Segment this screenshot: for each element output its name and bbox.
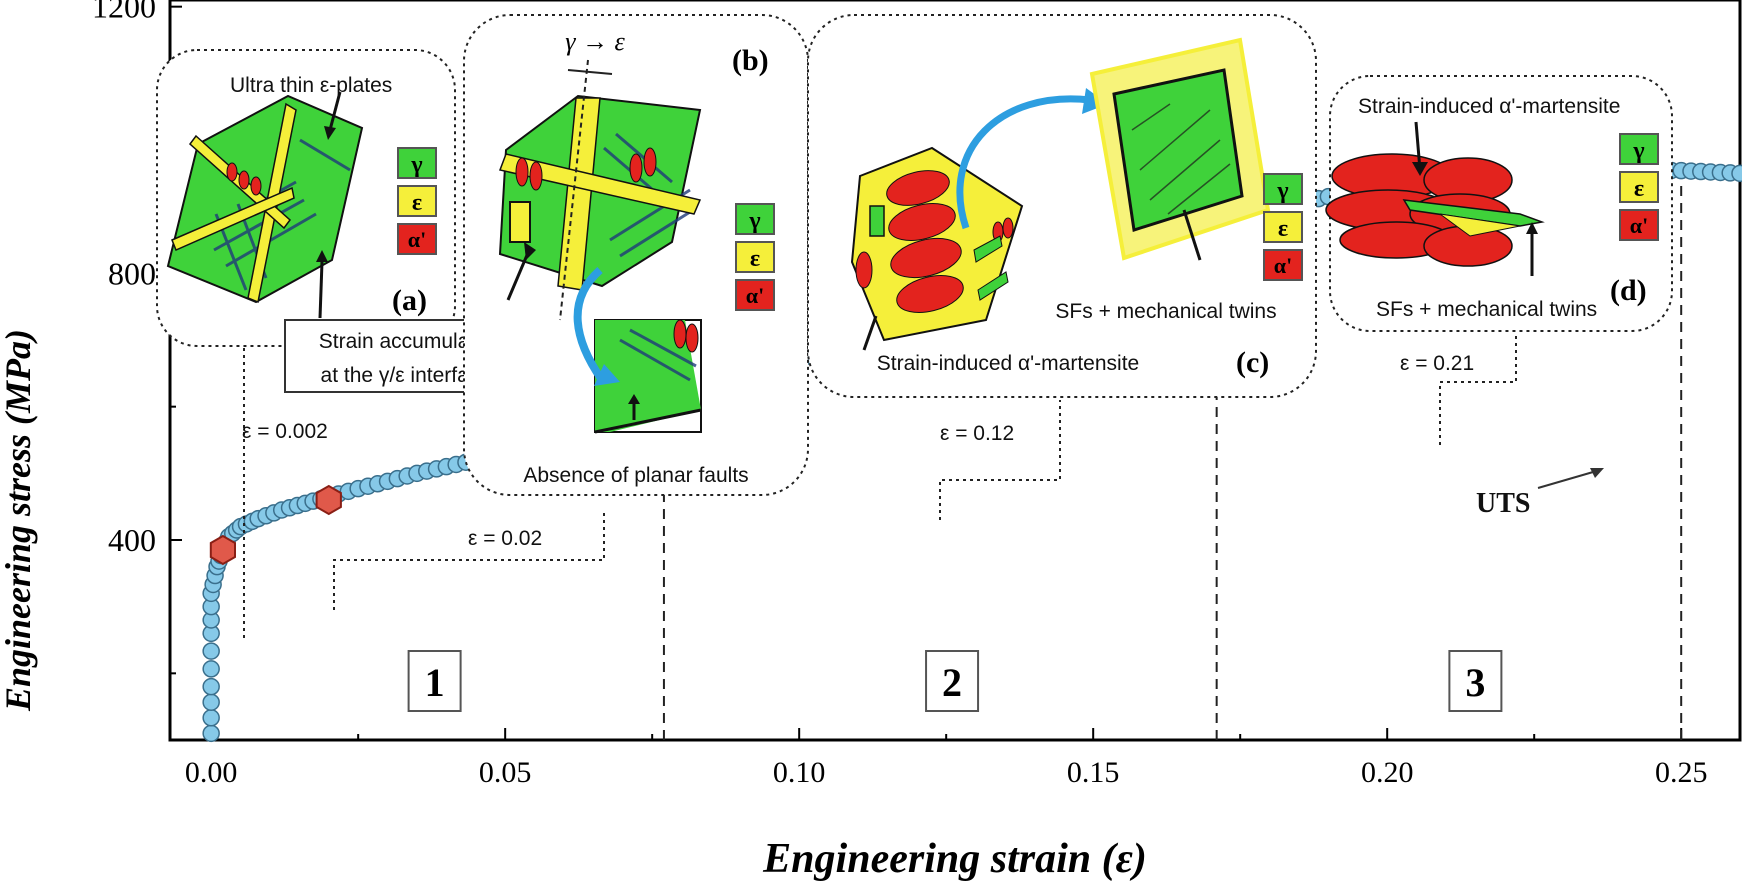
legend-c-epsilon: ε: [1278, 216, 1288, 242]
panel-c-alpha-text: Strain-induced α'-martensite: [877, 352, 1139, 375]
y-tick-label: 1200: [92, 0, 156, 25]
panel-a-text: Ultra thin ε-plates: [230, 74, 392, 97]
x-tick-label: 0.10: [773, 756, 826, 789]
epsilon-plate-b: [498, 153, 702, 215]
y-axis-title: Engineering stress (MPa): [0, 329, 38, 712]
leader-d: [1439, 333, 1517, 445]
legend-b-alpha: α': [746, 283, 764, 308]
legend-a: γ ε α': [397, 147, 437, 255]
data-point: [202, 709, 220, 727]
panel-a-label: (a): [392, 284, 427, 317]
panel-b-transform: γ → ε: [565, 27, 625, 56]
legend-a-gamma: γ: [410, 152, 422, 178]
stage-label-box: [1448, 650, 1503, 712]
panel-d-sf-text: SFs + mechanical twins: [1376, 298, 1597, 321]
y-axis: 400 800 1200: [92, 0, 182, 675]
panel-b-label: (b): [732, 44, 769, 77]
x-axis-title: Engineering strain (ε): [762, 836, 1147, 882]
gamma-bands-c: [973, 235, 1009, 301]
stage-labels: 1 2 3: [407, 650, 1503, 712]
x-tick-label: 0.15: [1067, 756, 1120, 789]
strain-callout-a: ε = 0.002: [242, 420, 328, 443]
legend-c: γ ε α': [1263, 173, 1303, 281]
alpha-plates-c: [855, 170, 1014, 313]
stage-label: 2: [942, 660, 962, 705]
legend-a-alpha: α': [408, 227, 426, 252]
panel-b-inset: [594, 319, 702, 434]
panel-c-label: (c): [1236, 346, 1269, 379]
strain-callout-d: ε = 0.21: [1400, 352, 1474, 375]
legend-d: γ ε α': [1619, 133, 1659, 241]
stage-label: 1: [425, 660, 445, 705]
panel-d: Strain-induced α'-martensite SFs + mecha…: [1325, 75, 1673, 332]
y-tick-label: 400: [108, 522, 156, 558]
panel-d-label: (d): [1610, 274, 1647, 307]
legend-b: γ ε α': [735, 203, 775, 311]
legend-d-alpha: α': [1630, 213, 1648, 238]
highlight-point: [315, 484, 342, 516]
x-tick-label: 0.25: [1655, 756, 1708, 789]
legend-a-epsilon: ε: [412, 190, 422, 216]
strain-callout-c: ε = 0.12: [940, 422, 1014, 445]
x-axis: 0.00 0.05 0.10 0.15 0.20 0.25: [185, 728, 1708, 789]
epsilon-island-b: [509, 201, 531, 243]
legend-b-epsilon: ε: [750, 246, 760, 272]
y-tick-label: 800: [108, 255, 156, 291]
panel-a: Ultra thin ε-plates (a) γ ε α': [156, 49, 456, 347]
interface-text-1: Strain accumulation: [319, 330, 503, 353]
leader-c: [939, 400, 1061, 520]
panel-c-arrow: [956, 95, 1091, 230]
panel-b: γ → ε (b) Absence of planar faults γ ε α…: [463, 14, 809, 496]
alpha-islands-b: [515, 147, 657, 191]
panel-c-sf-text: SFs + mechanical twins: [1055, 300, 1276, 323]
interface-text-2: at the γ/ε interfaces: [321, 364, 502, 387]
legend-c-gamma: γ: [1276, 178, 1288, 204]
uts-label: UTS: [1476, 488, 1530, 519]
uts-arrow-head: [1590, 468, 1604, 478]
data-point: [202, 724, 220, 743]
twin-lines-c: [1131, 103, 1231, 215]
stage-label-box: [925, 650, 980, 712]
uts-arrow: [1537, 469, 1601, 489]
data-point: [202, 660, 220, 678]
panel-b-arrow: [573, 267, 606, 383]
x-tick-label: 0.20: [1361, 756, 1414, 789]
epsilon-plate-a3: [171, 186, 295, 251]
legend-c-alpha: α': [1274, 253, 1292, 278]
legend-d-gamma: γ: [1632, 138, 1644, 164]
alpha-islands-a: [226, 162, 262, 196]
data-point: [202, 642, 220, 660]
stage-label-box: [407, 650, 462, 712]
data-point: [202, 693, 220, 711]
stage-label: 3: [1465, 660, 1485, 705]
data-point: [202, 677, 220, 696]
data-point: [1731, 164, 1742, 183]
panel-c: SFs + mechanical twins Strain-induced α'…: [807, 14, 1317, 398]
strain-callout-b: ε = 0.02: [468, 527, 542, 550]
panel-d-alpha-text: Strain-induced α'-martensite: [1358, 95, 1620, 118]
legend-d-epsilon: ε: [1634, 176, 1644, 202]
x-tick-label: 0.05: [479, 756, 532, 789]
x-tick-label: 0.00: [185, 756, 238, 789]
plot-frame: [168, 0, 1742, 742]
leader-b: [333, 512, 605, 610]
panel-b-caption: Absence of planar faults: [523, 464, 748, 487]
callout-leaders: [243, 333, 1517, 638]
legend-b-gamma: γ: [748, 208, 760, 234]
highlight-point: [209, 534, 236, 566]
